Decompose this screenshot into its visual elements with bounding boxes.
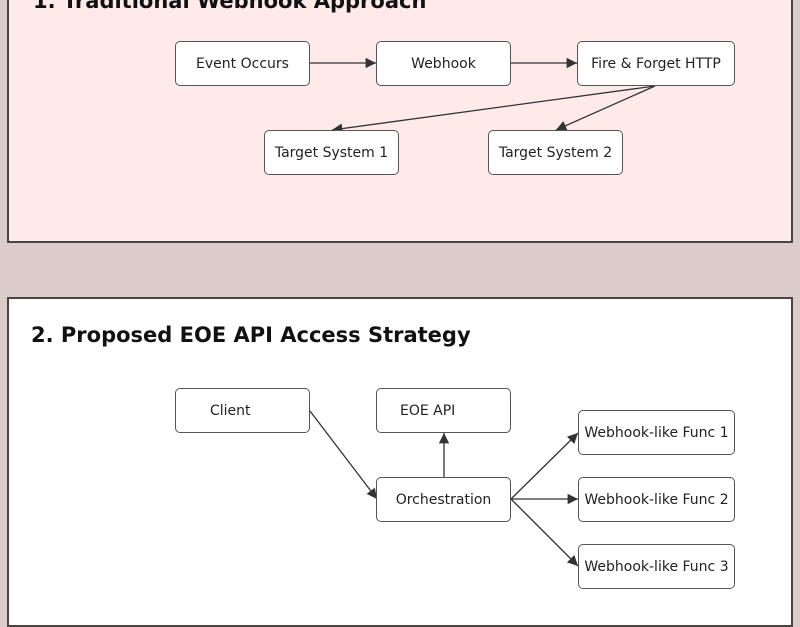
section-title-eoe: 2. Proposed EOE API Access Strategy [31, 323, 471, 347]
node-webhook: Webhook [376, 41, 511, 86]
node-webhook-func-1: Webhook-like Func 1 [578, 410, 735, 455]
diagram-edges [309, 57, 656, 567]
edge-orchestration-to-func3 [510, 498, 579, 567]
edge-orchestration-to-func1 [510, 432, 579, 500]
section-title-traditional: 1. Traditional Webhook Approach [33, 0, 427, 13]
node-orchestration: Orchestration [376, 477, 511, 522]
node-target-system-1: Target System 1 [264, 130, 399, 175]
edge-fireforget-to-target2 [555, 85, 656, 131]
node-client: Client [175, 388, 310, 433]
edge-fireforget-to-target1 [331, 85, 656, 134]
node-fire-forget-http: Fire & Forget HTTP [577, 41, 735, 86]
node-event-occurs: Event Occurs [175, 41, 310, 86]
traditional-webhook-panel: 1. Traditional Webhook Approach [7, 0, 793, 243]
node-eoe-api: EOE API [376, 388, 511, 433]
node-webhook-func-2: Webhook-like Func 2 [578, 477, 735, 522]
node-webhook-func-3: Webhook-like Func 3 [578, 544, 735, 589]
node-target-system-2: Target System 2 [488, 130, 623, 175]
edge-client-to-orchestration [309, 410, 378, 500]
